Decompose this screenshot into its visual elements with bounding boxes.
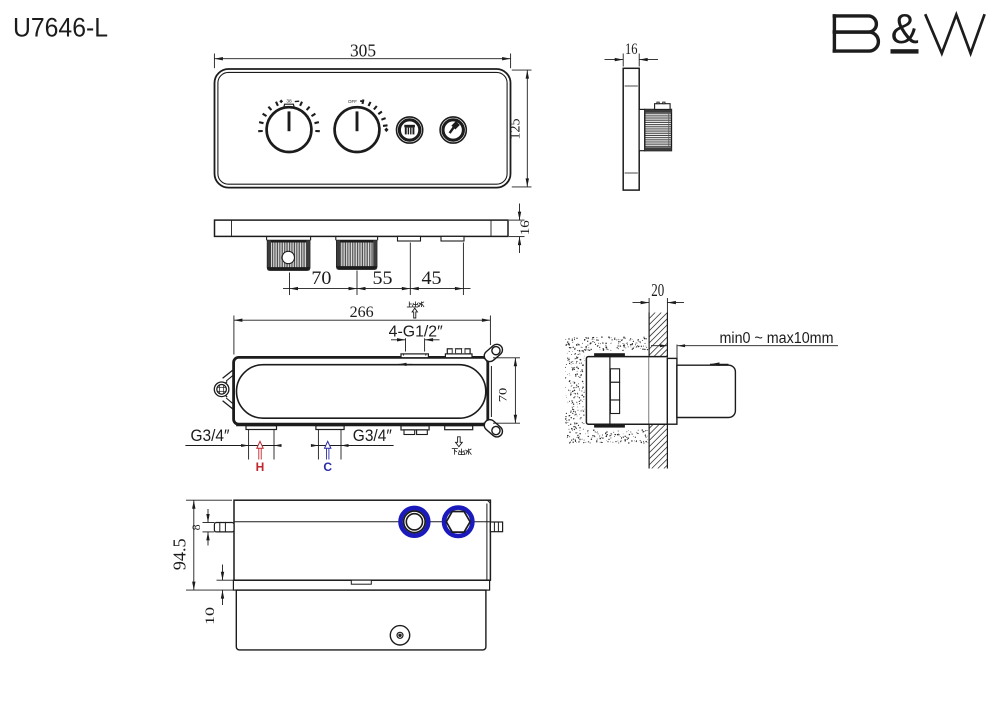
svg-text:70: 70 [496,388,510,403]
svg-text:55: 55 [373,269,393,289]
svg-text:16: 16 [517,220,532,236]
svg-text:C: C [323,460,332,474]
svg-text:min0 ~ max10mm: min0 ~ max10mm [720,330,834,347]
svg-text:H: H [256,460,265,474]
svg-text:305: 305 [350,40,376,60]
svg-text:U7646-L: U7646-L [13,13,108,43]
svg-text:266: 266 [350,304,374,321]
svg-text:16: 16 [625,41,638,58]
svg-text:94.5: 94.5 [170,538,190,570]
svg-text:OFF: OFF [348,99,357,104]
svg-text:G3/4″: G3/4″ [353,426,392,445]
svg-text:20: 20 [651,280,664,300]
svg-text:38: 38 [286,99,292,105]
svg-text:4-G1/2″: 4-G1/2″ [389,324,444,341]
svg-text:10: 10 [202,607,217,625]
svg-text:8: 8 [189,524,203,530]
svg-text:&: & [891,5,919,52]
svg-text:G3/4″: G3/4″ [191,426,230,445]
svg-text:125: 125 [507,119,523,140]
svg-text:70: 70 [311,269,331,289]
svg-text:45: 45 [422,269,442,289]
